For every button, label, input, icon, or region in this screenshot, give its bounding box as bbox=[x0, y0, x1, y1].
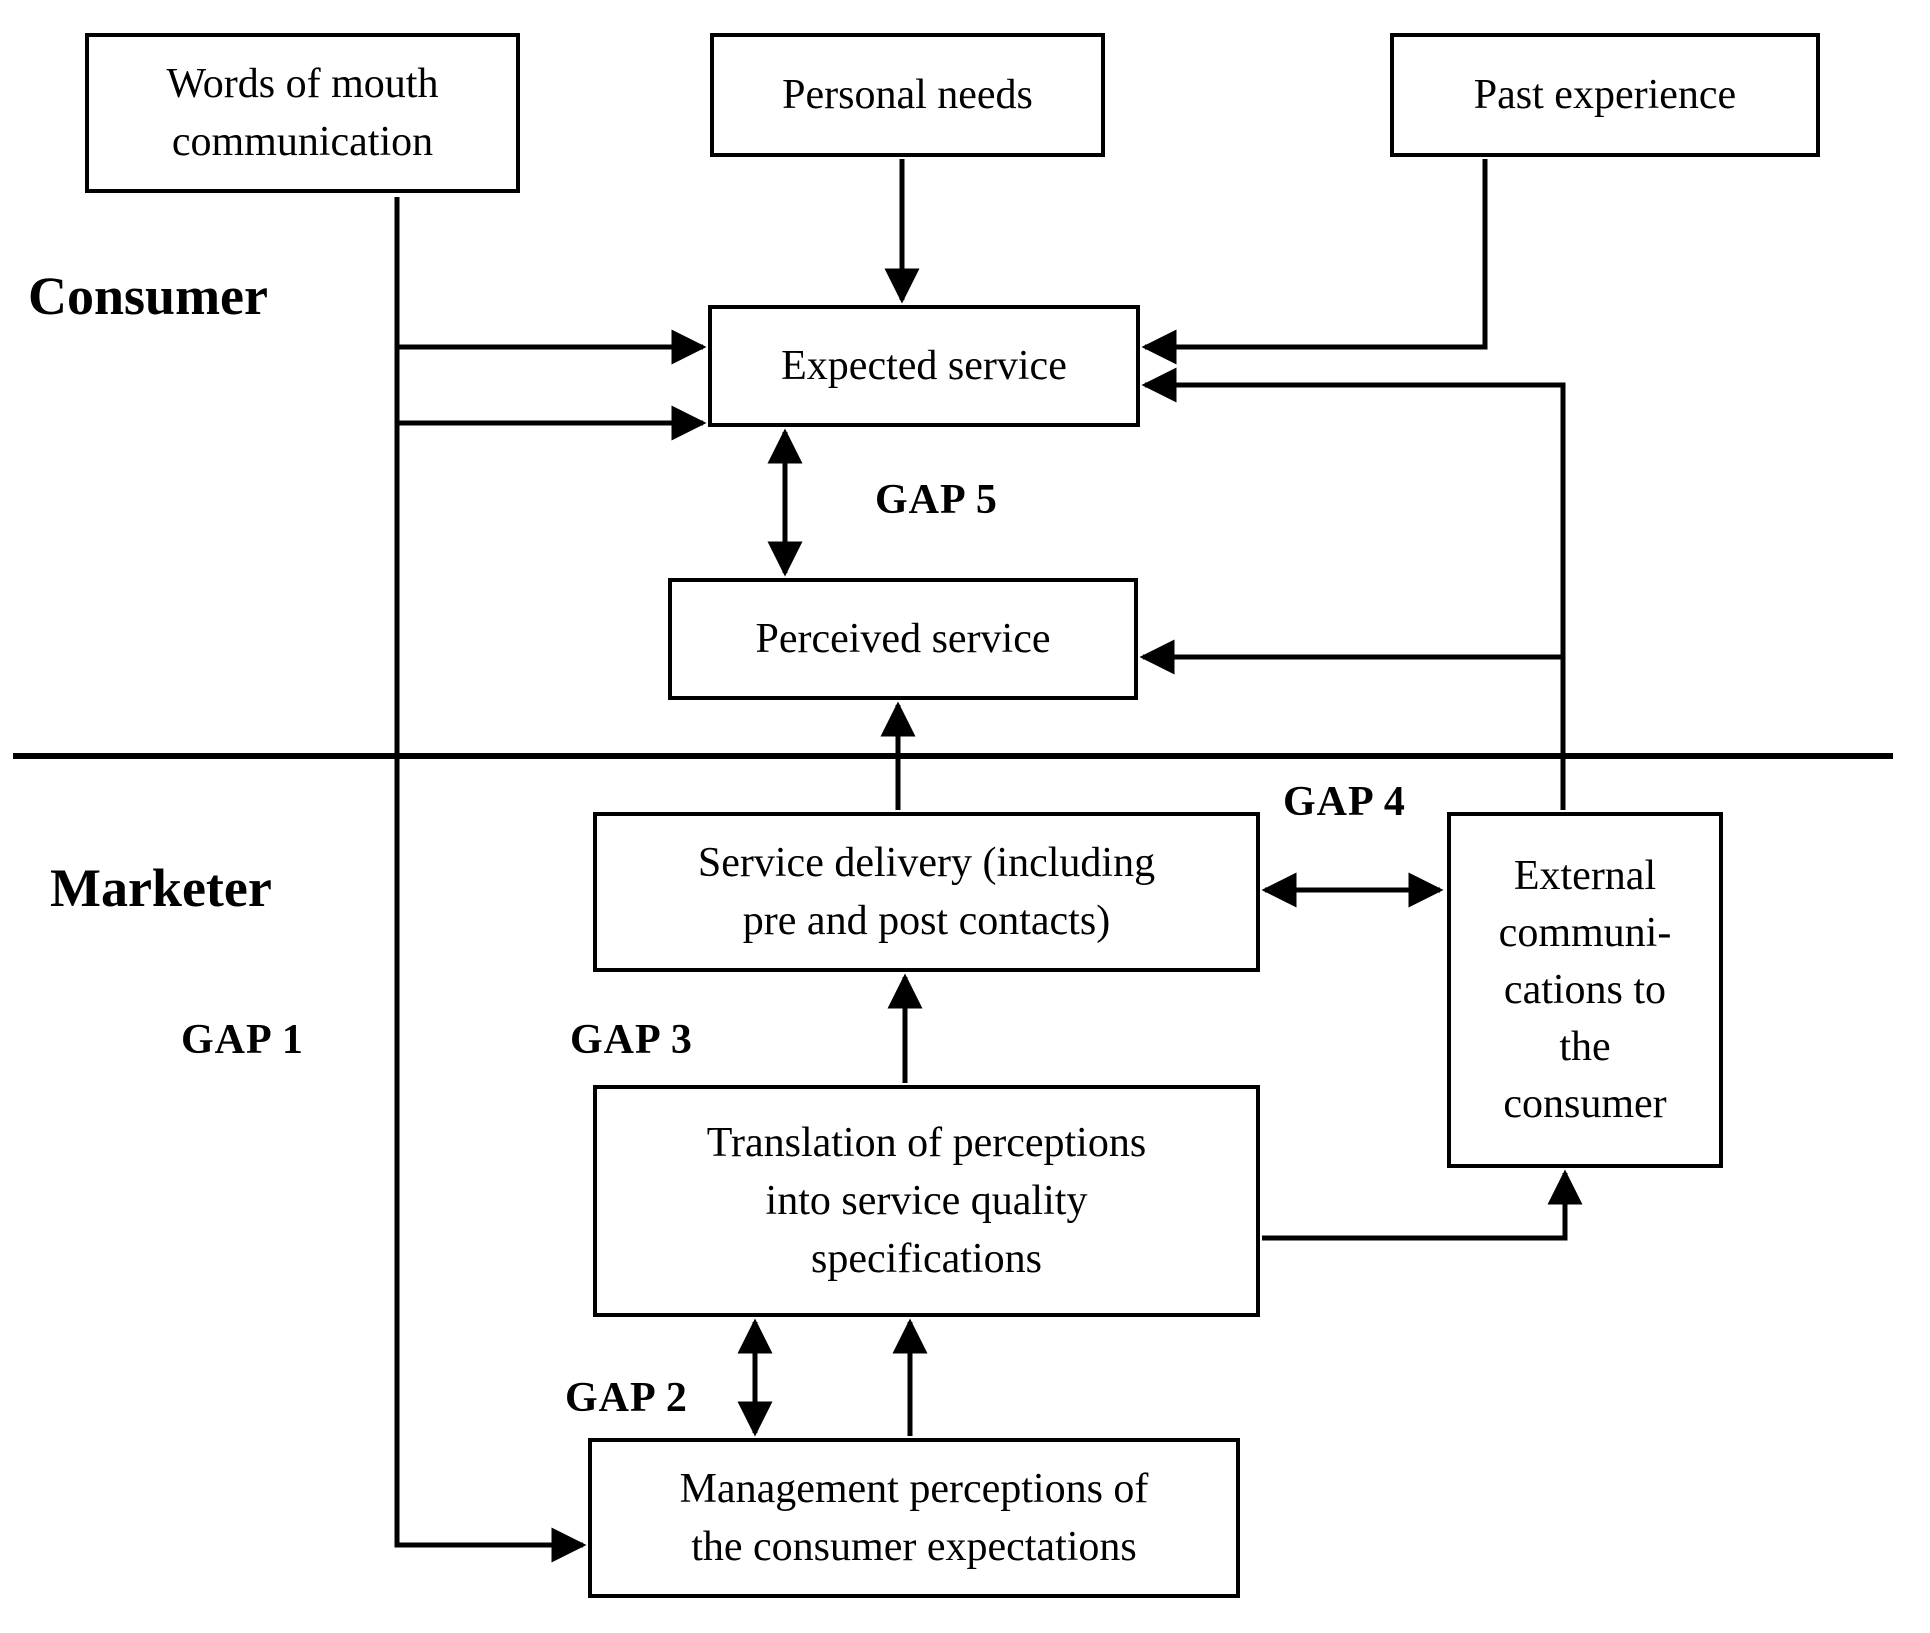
management-perceptions-box: Management perceptions of the consumer e… bbox=[588, 1438, 1240, 1598]
box-text-line: consumer bbox=[1503, 1080, 1667, 1127]
gap4-label: GAP 4 bbox=[1283, 779, 1406, 825]
expected-service-box: Expected service bbox=[708, 305, 1140, 427]
past-experience-box: Past experience bbox=[1390, 33, 1820, 157]
gap1-label: GAP 1 bbox=[181, 1017, 304, 1063]
words-of-mouth-box: Words of mouth communication bbox=[85, 33, 520, 193]
gap3-label: GAP 3 bbox=[570, 1017, 693, 1063]
external-communications-box: External communi- cations to the consume… bbox=[1447, 812, 1723, 1168]
arrow-external-rail-to-expected-service bbox=[1141, 367, 1566, 810]
personal-needs-box: Personal needs bbox=[710, 33, 1105, 157]
consumer-section-label: Consumer bbox=[28, 266, 268, 326]
arrow-translation-to-external-communications bbox=[1262, 1169, 1583, 1241]
box-text-line: Expected service bbox=[781, 343, 1067, 389]
box-text-line: Translation of perceptions bbox=[706, 1120, 1147, 1166]
box-text-line: communi- bbox=[1498, 909, 1672, 956]
box-text-line: Words of mouth bbox=[166, 61, 439, 107]
box-text-line: Perceived service bbox=[755, 616, 1051, 662]
box-text-line: the bbox=[1559, 1023, 1611, 1070]
box-text-line: Personal needs bbox=[782, 72, 1033, 118]
box-text-line: communication bbox=[171, 119, 434, 165]
service-delivery-box: Service delivery (including pre and post… bbox=[593, 812, 1260, 972]
gap5-label: GAP 5 bbox=[875, 477, 998, 523]
gap2-label: GAP 2 bbox=[565, 1375, 688, 1421]
box-text-line: pre and post contacts) bbox=[742, 898, 1111, 944]
marketer-section-label: Marketer bbox=[50, 858, 272, 918]
box-text-line: Service delivery (including bbox=[697, 840, 1156, 886]
box-text-line: cations to bbox=[1503, 966, 1667, 1013]
box-text-line: Past experience bbox=[1473, 72, 1737, 118]
box-text-line: External bbox=[1513, 852, 1657, 899]
translation-box: Translation of perceptions into service … bbox=[593, 1085, 1260, 1317]
perceived-service-box: Perceived service bbox=[668, 578, 1138, 700]
box-text-line: the consumer expectations bbox=[691, 1524, 1137, 1570]
arrow-past-experience-to-expected-service bbox=[1141, 159, 1488, 365]
gap1-line-management-to-expected-vertical bbox=[394, 197, 587, 1563]
box-text-line: Management perceptions of bbox=[679, 1466, 1149, 1512]
box-text-line: specifications bbox=[811, 1236, 1042, 1282]
box-text-line: into service quality bbox=[765, 1178, 1088, 1224]
